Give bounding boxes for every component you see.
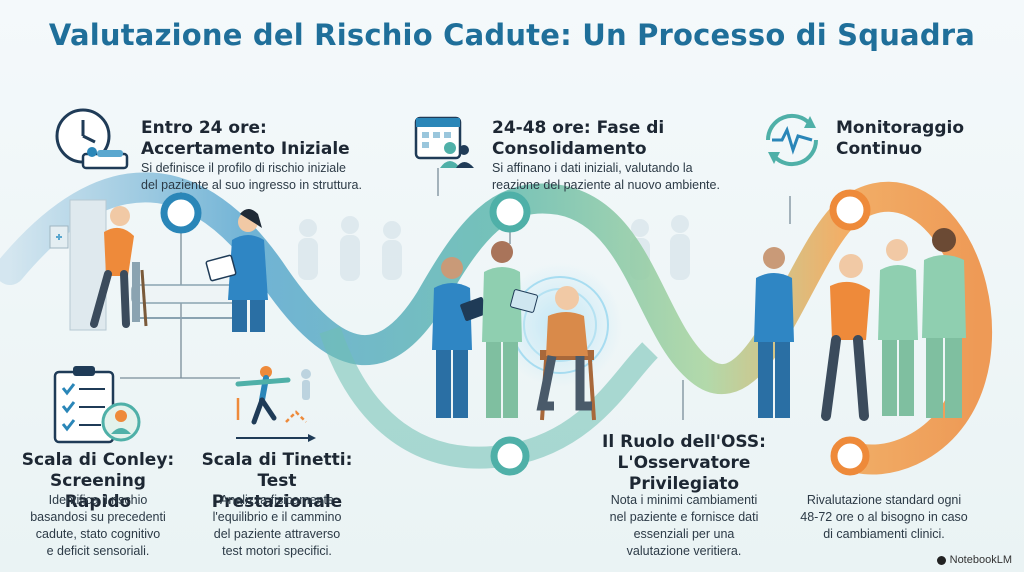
step-2-description: Si affinano i dati iniziali, valutando l… bbox=[492, 161, 720, 192]
page-title: Valutazione del Rischio Cadute: Un Proce… bbox=[48, 18, 976, 52]
step-2-heading: 24-48 ore: Fase di Consolidamento bbox=[492, 118, 665, 159]
monitoring-cycle-icon bbox=[765, 113, 819, 167]
conley-heading: Scala di Conley: Screening Rapido bbox=[21, 450, 175, 512]
checklist-icon bbox=[53, 366, 141, 444]
brand-watermark: NotebookLM bbox=[936, 554, 1012, 566]
conley-description: Identifica il rischio basandosi su prece… bbox=[30, 493, 166, 558]
reassessment-description: Rivalutazione standard ogni 48-72 ore o … bbox=[800, 493, 968, 541]
clock-bed-icon bbox=[55, 108, 129, 170]
step-3-heading: Monitoraggio Continuo bbox=[836, 118, 965, 159]
scene-initial-assessment bbox=[49, 199, 268, 332]
balance-walk-icon bbox=[235, 366, 316, 442]
step-1-heading: Entro 24 ore: Accertamento Iniziale bbox=[141, 118, 350, 159]
scene-consolidation bbox=[432, 241, 622, 421]
calendar-people-icon bbox=[414, 116, 474, 168]
timeline-nodes bbox=[160, 189, 871, 476]
step-1-description: Si definisce il profilo di rischio inizi… bbox=[141, 161, 362, 192]
process-ribbon bbox=[0, 172, 992, 475]
tinetti-heading: Scala di Tinetti: Test Prestazionale bbox=[201, 450, 353, 512]
background-people-silhouettes bbox=[298, 215, 690, 281]
oss-heading: Il Ruolo dell'OSS: L'Osservatore Privile… bbox=[602, 432, 766, 494]
scene-monitoring bbox=[754, 228, 966, 421]
oss-description: Nota i minimi cambiamenti nel paziente e… bbox=[609, 493, 759, 558]
brand-logo-icon bbox=[936, 555, 946, 565]
tinetti-description: Analizza fisicamente l'equilibrio e il c… bbox=[212, 493, 342, 558]
